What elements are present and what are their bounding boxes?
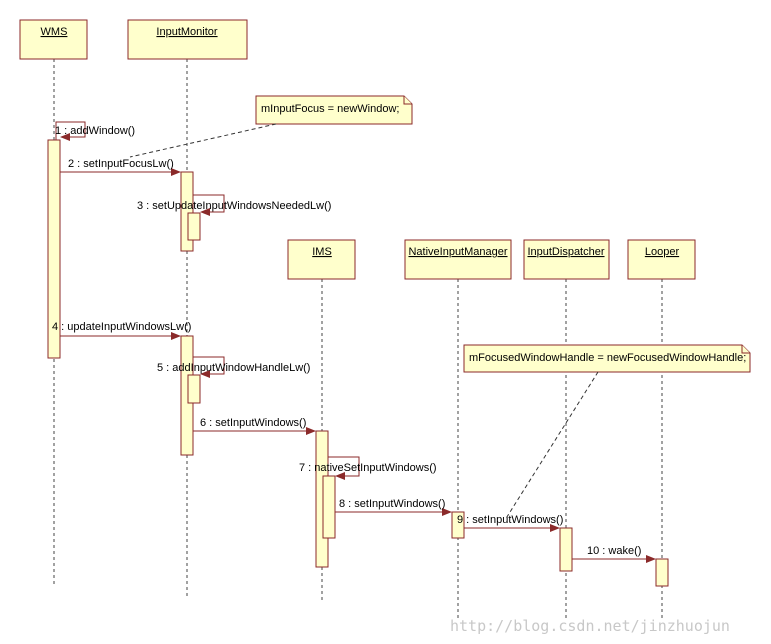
object-ims[interactable]: IMS xyxy=(287,239,356,280)
note-focused-window-handle[interactable]: mFocusedWindowHandle = newFocusedWindowH… xyxy=(463,344,751,373)
object-looper[interactable]: Looper xyxy=(627,239,696,280)
activation-ims-nested xyxy=(322,475,336,539)
message-9-label: 9 : setInputWindows() xyxy=(457,514,563,526)
object-nim-label: NativeInputManager xyxy=(408,246,507,258)
object-ims-label: IMS xyxy=(312,246,332,258)
object-dispatcher[interactable]: InputDispatcher xyxy=(523,239,610,280)
message-3-label: 3 : setUpdateInputWindowsNeededLw() xyxy=(137,200,331,212)
note-focused-window-handle-text: mFocusedWindowHandle = newFocusedWindowH… xyxy=(469,352,746,364)
message-3-arrow xyxy=(193,194,225,216)
activation-inputmonitor-1-nested xyxy=(187,212,201,241)
message-1-arrow xyxy=(55,121,86,141)
note-input-focus-link xyxy=(129,123,277,158)
message-5-label: 5 : addInputWindowHandleLw() xyxy=(157,362,310,374)
note-input-focus-text: mInputFocus = newWindow; xyxy=(261,103,399,115)
object-inputmonitor-label: InputMonitor xyxy=(156,26,217,38)
object-nim[interactable]: NativeInputManager xyxy=(404,239,512,280)
activation-wms xyxy=(47,139,61,359)
message-5-arrow xyxy=(193,356,225,378)
object-inputmonitor[interactable]: InputMonitor xyxy=(127,19,248,60)
message-6-label: 6 : setInputWindows() xyxy=(200,417,306,429)
message-1-label: 1 : addWindow() xyxy=(55,125,135,137)
activation-dispatcher xyxy=(559,527,573,572)
message-2-label: 2 : setInputFocusLw() xyxy=(68,158,174,170)
message-7-label: 7 : nativeSetInputWindows() xyxy=(299,462,437,474)
message-7-arrow xyxy=(328,456,360,480)
note-focused-window-handle-link xyxy=(504,371,599,521)
object-dispatcher-label: InputDispatcher xyxy=(527,246,604,258)
object-wms-label: WMS xyxy=(41,26,68,38)
activation-looper xyxy=(655,558,669,587)
watermark: http://blog.csdn.net/jinzhuojun xyxy=(450,617,730,635)
message-10-label: 10 : wake() xyxy=(587,545,641,557)
object-looper-label: Looper xyxy=(645,246,680,258)
message-4-label: 4 : updateInputWindowsLw() xyxy=(52,321,191,333)
message-8-label: 8 : setInputWindows() xyxy=(339,498,445,510)
note-input-focus[interactable]: mInputFocus = newWindow; xyxy=(255,95,413,125)
object-wms[interactable]: WMS xyxy=(19,19,88,60)
activation-inputmonitor-2-nested xyxy=(187,374,201,404)
activation-nim xyxy=(451,511,465,539)
